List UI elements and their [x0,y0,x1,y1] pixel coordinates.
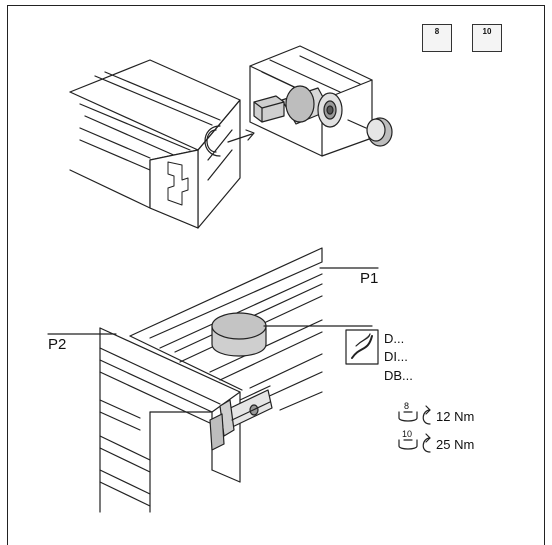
t-nut [253,95,285,123]
fastener-type-di: DI... [384,349,408,364]
rotate-icon-10 [422,433,431,453]
tool-size-8-label: 8 [434,27,440,36]
profile-end-top [69,59,241,229]
torque-value-25: 25 Nm [436,437,475,452]
rotate-icon-8 [422,405,431,425]
tool-size-10-label: 10 [482,27,492,36]
torque-tool-10: 10 [402,429,413,439]
callout-p2: P2 [48,336,67,353]
fastener-symbol-box [345,329,379,365]
torque-tool-8: 8 [404,401,410,411]
connector-cylinder [281,85,343,128]
side-bracket [209,385,273,451]
fastener-type-db: DB... [384,368,413,383]
tool-size-8-box: 8 [422,24,452,52]
assembly-arrow-head [245,129,255,141]
socket-icon-8 [398,411,418,422]
hex-nut [211,312,267,357]
socket-icon-10 [398,439,418,450]
screw-cap [347,117,393,147]
circlip [204,125,221,157]
torque-value-12: 12 Nm [436,409,475,424]
diagram-frame [7,5,545,545]
assembly-arrow [227,133,253,143]
callout-p1: P1 [360,270,379,287]
fastener-type-d: D... [384,331,405,346]
tool-size-10-box: 10 [472,24,502,52]
